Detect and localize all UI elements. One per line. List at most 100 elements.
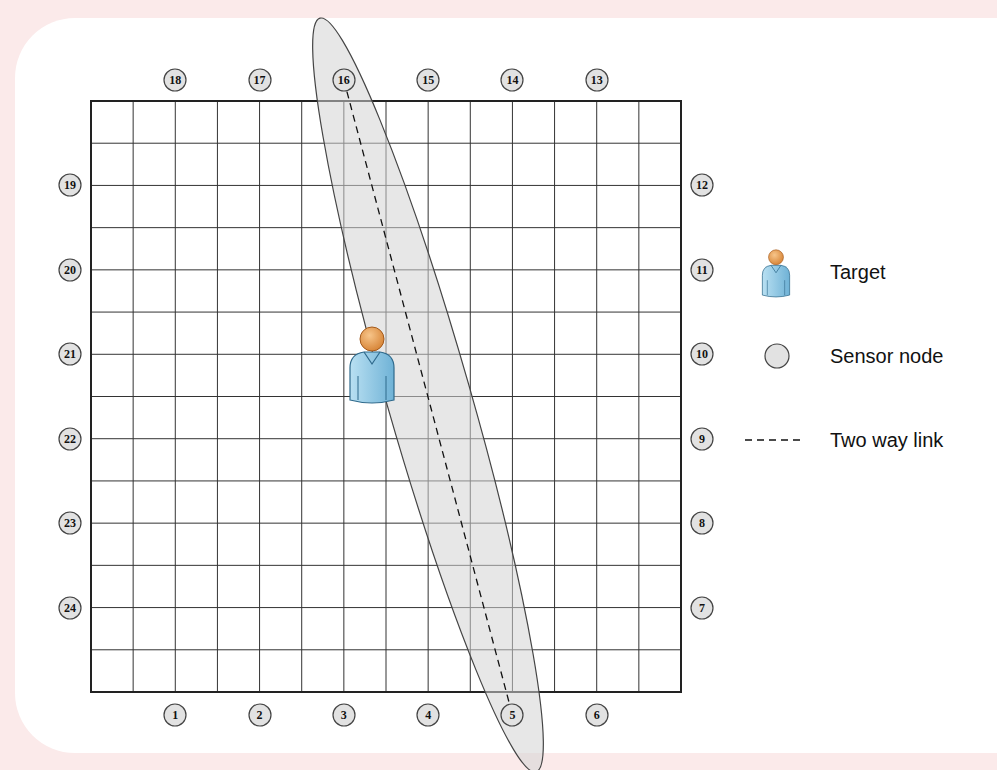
grid-line bbox=[554, 101, 555, 692]
target-figure bbox=[350, 327, 394, 403]
sensor-node: 15 bbox=[416, 68, 440, 92]
sensor-number: 1 bbox=[172, 709, 178, 721]
sensor-outline bbox=[586, 704, 608, 726]
target-head bbox=[769, 250, 784, 265]
sensor-number: 14 bbox=[506, 74, 518, 86]
grid-line bbox=[91, 607, 681, 608]
sensor-node: 11 bbox=[690, 258, 714, 282]
sensor-node: 19 bbox=[58, 173, 82, 197]
sensor-outline bbox=[691, 597, 713, 619]
sensor-number: 17 bbox=[254, 74, 266, 86]
sensor-outline bbox=[164, 704, 186, 726]
sensor-number: 23 bbox=[64, 517, 76, 529]
sensor-number: 22 bbox=[64, 433, 76, 445]
sensor-number: 9 bbox=[699, 433, 705, 445]
sensor-node: 5 bbox=[500, 703, 524, 727]
sensor-node: 13 bbox=[585, 68, 609, 92]
sensor-outline bbox=[59, 597, 81, 619]
sensor-node: 3 bbox=[332, 703, 356, 727]
sensor-number: 7 bbox=[699, 602, 705, 614]
sensor-number: 2 bbox=[257, 709, 263, 721]
sensor-outline bbox=[691, 428, 713, 450]
target-body bbox=[350, 352, 394, 403]
sensor-outline bbox=[417, 69, 439, 91]
target-arms bbox=[358, 376, 386, 400]
sensor-outline bbox=[691, 259, 713, 281]
sensor-number: 12 bbox=[696, 179, 708, 191]
sensor-outline bbox=[691, 174, 713, 196]
grid-line bbox=[91, 649, 681, 650]
sensor-number: 21 bbox=[64, 348, 76, 360]
sensor-outline bbox=[164, 69, 186, 91]
legend-label: Two way link bbox=[830, 430, 943, 450]
legend-link-icon bbox=[745, 439, 805, 440]
sensor-outline bbox=[249, 704, 271, 726]
sensor-number: 19 bbox=[64, 179, 76, 191]
target-head bbox=[360, 327, 384, 351]
sensor-node: 24 bbox=[58, 596, 82, 620]
legend-sensor-icon bbox=[765, 344, 789, 368]
sensor-node: 7 bbox=[690, 596, 714, 620]
sensor-number: 3 bbox=[341, 709, 347, 721]
sensor-outline bbox=[249, 69, 271, 91]
sensor-number: 15 bbox=[422, 74, 434, 86]
sensor-node: 8 bbox=[690, 511, 714, 535]
sensor-number: 18 bbox=[169, 74, 181, 86]
sensor-number: 8 bbox=[699, 517, 705, 529]
sensor-outline bbox=[586, 69, 608, 91]
sensor-node: 17 bbox=[248, 68, 272, 92]
link-ellipse bbox=[280, 7, 577, 770]
sensor-node: 9 bbox=[690, 427, 714, 451]
sensor-node: 4 bbox=[416, 703, 440, 727]
sensor-node: 20 bbox=[58, 258, 82, 282]
target-arms bbox=[767, 280, 784, 295]
sensor-outline bbox=[691, 343, 713, 365]
sensor-node: 21 bbox=[58, 342, 82, 366]
sensor-node: 23 bbox=[58, 511, 82, 535]
sensor-number: 20 bbox=[64, 264, 76, 276]
sensor-outline bbox=[59, 512, 81, 534]
sensor-number: 6 bbox=[594, 709, 600, 721]
sensor-number: 11 bbox=[696, 264, 707, 276]
sensor-number: 24 bbox=[64, 602, 76, 614]
sensor-outline bbox=[333, 69, 355, 91]
grid-line bbox=[638, 101, 639, 692]
sensor-outline bbox=[59, 343, 81, 365]
sensor-node: 2 bbox=[248, 703, 272, 727]
sensor-node: 1 bbox=[163, 703, 187, 727]
sensor-node: 18 bbox=[163, 68, 187, 92]
grid-line bbox=[596, 101, 597, 692]
grid-line bbox=[91, 565, 681, 566]
grid-line bbox=[91, 480, 681, 481]
sensor-outline bbox=[417, 704, 439, 726]
legend-label: Target bbox=[830, 262, 886, 282]
sensor-node: 10 bbox=[690, 342, 714, 366]
sensor-node: 22 bbox=[58, 427, 82, 451]
sensor-outline bbox=[501, 69, 523, 91]
two-way-link bbox=[347, 92, 509, 704]
sensor-outline bbox=[501, 704, 523, 726]
sensor-node: 6 bbox=[585, 703, 609, 727]
sensor-outline bbox=[333, 704, 355, 726]
sensor-node: 16 bbox=[332, 68, 356, 92]
grid-line bbox=[91, 438, 681, 439]
legend-label: Sensor node bbox=[830, 346, 943, 366]
sensor-number: 13 bbox=[591, 74, 603, 86]
target-collar bbox=[364, 352, 380, 364]
sensor-outline bbox=[59, 259, 81, 281]
sensor-node: 12 bbox=[690, 173, 714, 197]
sensor-number: 10 bbox=[696, 348, 708, 360]
legend-target-icon bbox=[762, 250, 789, 297]
sensor-number: 16 bbox=[338, 74, 350, 86]
sensor-node: 14 bbox=[500, 68, 524, 92]
sensor-outline bbox=[691, 512, 713, 534]
sensor-outline bbox=[59, 174, 81, 196]
sensor-outline bbox=[59, 428, 81, 450]
grid-line bbox=[91, 523, 681, 524]
sensor-number: 4 bbox=[425, 709, 431, 721]
sensor-number: 5 bbox=[509, 709, 515, 721]
target-body bbox=[762, 265, 789, 297]
target-collar bbox=[771, 265, 781, 272]
